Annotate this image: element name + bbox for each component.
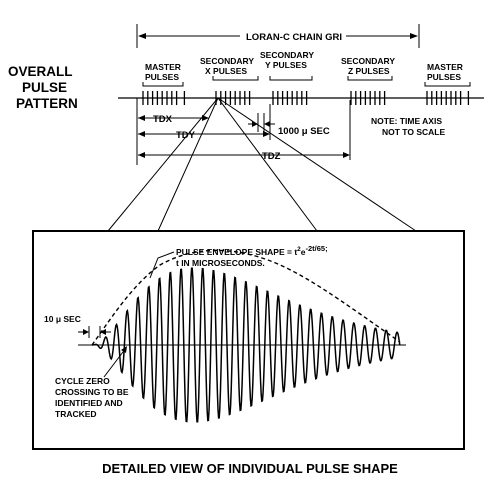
tdz-label: TDZ: [262, 151, 281, 162]
secy-label-line1: SECONDARY: [260, 50, 314, 60]
interval-markers: [136, 98, 351, 165]
pulse-tick-groups: [142, 91, 470, 105]
detail-box: [32, 230, 465, 450]
cycle-label-line3: IDENTIFIED AND: [55, 398, 123, 408]
note-line2: NOT TO SCALE: [382, 127, 445, 137]
spacing-label: 1000 μ SEC: [278, 126, 330, 137]
pulse-envelope: [91, 249, 401, 346]
envelope-label-line2: t IN MICROSECONDS.: [176, 258, 265, 268]
cycle-label-line4: TRACKED: [55, 409, 97, 419]
secz-label-line2: Z PULSES: [348, 66, 390, 76]
overall-title-line2: PULSE: [22, 80, 67, 95]
overall-title-line3: PATTERN: [16, 96, 78, 111]
gri-span: LORAN-C CHAIN GRI: [136, 24, 420, 48]
note-line1: NOTE: TIME AXIS: [371, 116, 442, 126]
overall-title-line1: OVERALL: [8, 64, 73, 79]
master1-label-line2: PULSES: [145, 72, 179, 82]
detail-caption: DETAILED VIEW OF INDIVIDUAL PULSE SHAPE: [102, 461, 398, 476]
master1-label-line1: MASTER: [145, 62, 181, 72]
cycle-label-line1: CYCLE ZERO: [55, 376, 110, 386]
group-brackets: [142, 76, 471, 87]
gri-label: LORAN-C CHAIN GRI: [246, 32, 342, 43]
cycle-label-line2: CROSSING TO BE: [55, 387, 129, 397]
tdy-label: TDY: [176, 130, 196, 141]
master2-label-line2: PULSES: [427, 72, 461, 82]
tdx-label: TDX: [153, 114, 173, 125]
master2-label-line1: MASTER: [427, 62, 463, 72]
zoom-lines: [107, 97, 417, 232]
envelope-label-line1: PULSE ENVELOPE SHAPE = t2e-2t/65;: [176, 244, 328, 257]
pulse-waveform: [92, 267, 401, 423]
secz-label-line1: SECONDARY: [341, 56, 395, 66]
cycle-leader: [103, 347, 127, 378]
secy-label-line2: Y PULSES: [265, 60, 307, 70]
ten-usec-label: 10 μ SEC: [44, 314, 81, 324]
secx-label-line2: X PULSES: [205, 66, 247, 76]
secx-label-line1: SECONDARY: [200, 56, 254, 66]
envelope-leader: [149, 251, 175, 279]
